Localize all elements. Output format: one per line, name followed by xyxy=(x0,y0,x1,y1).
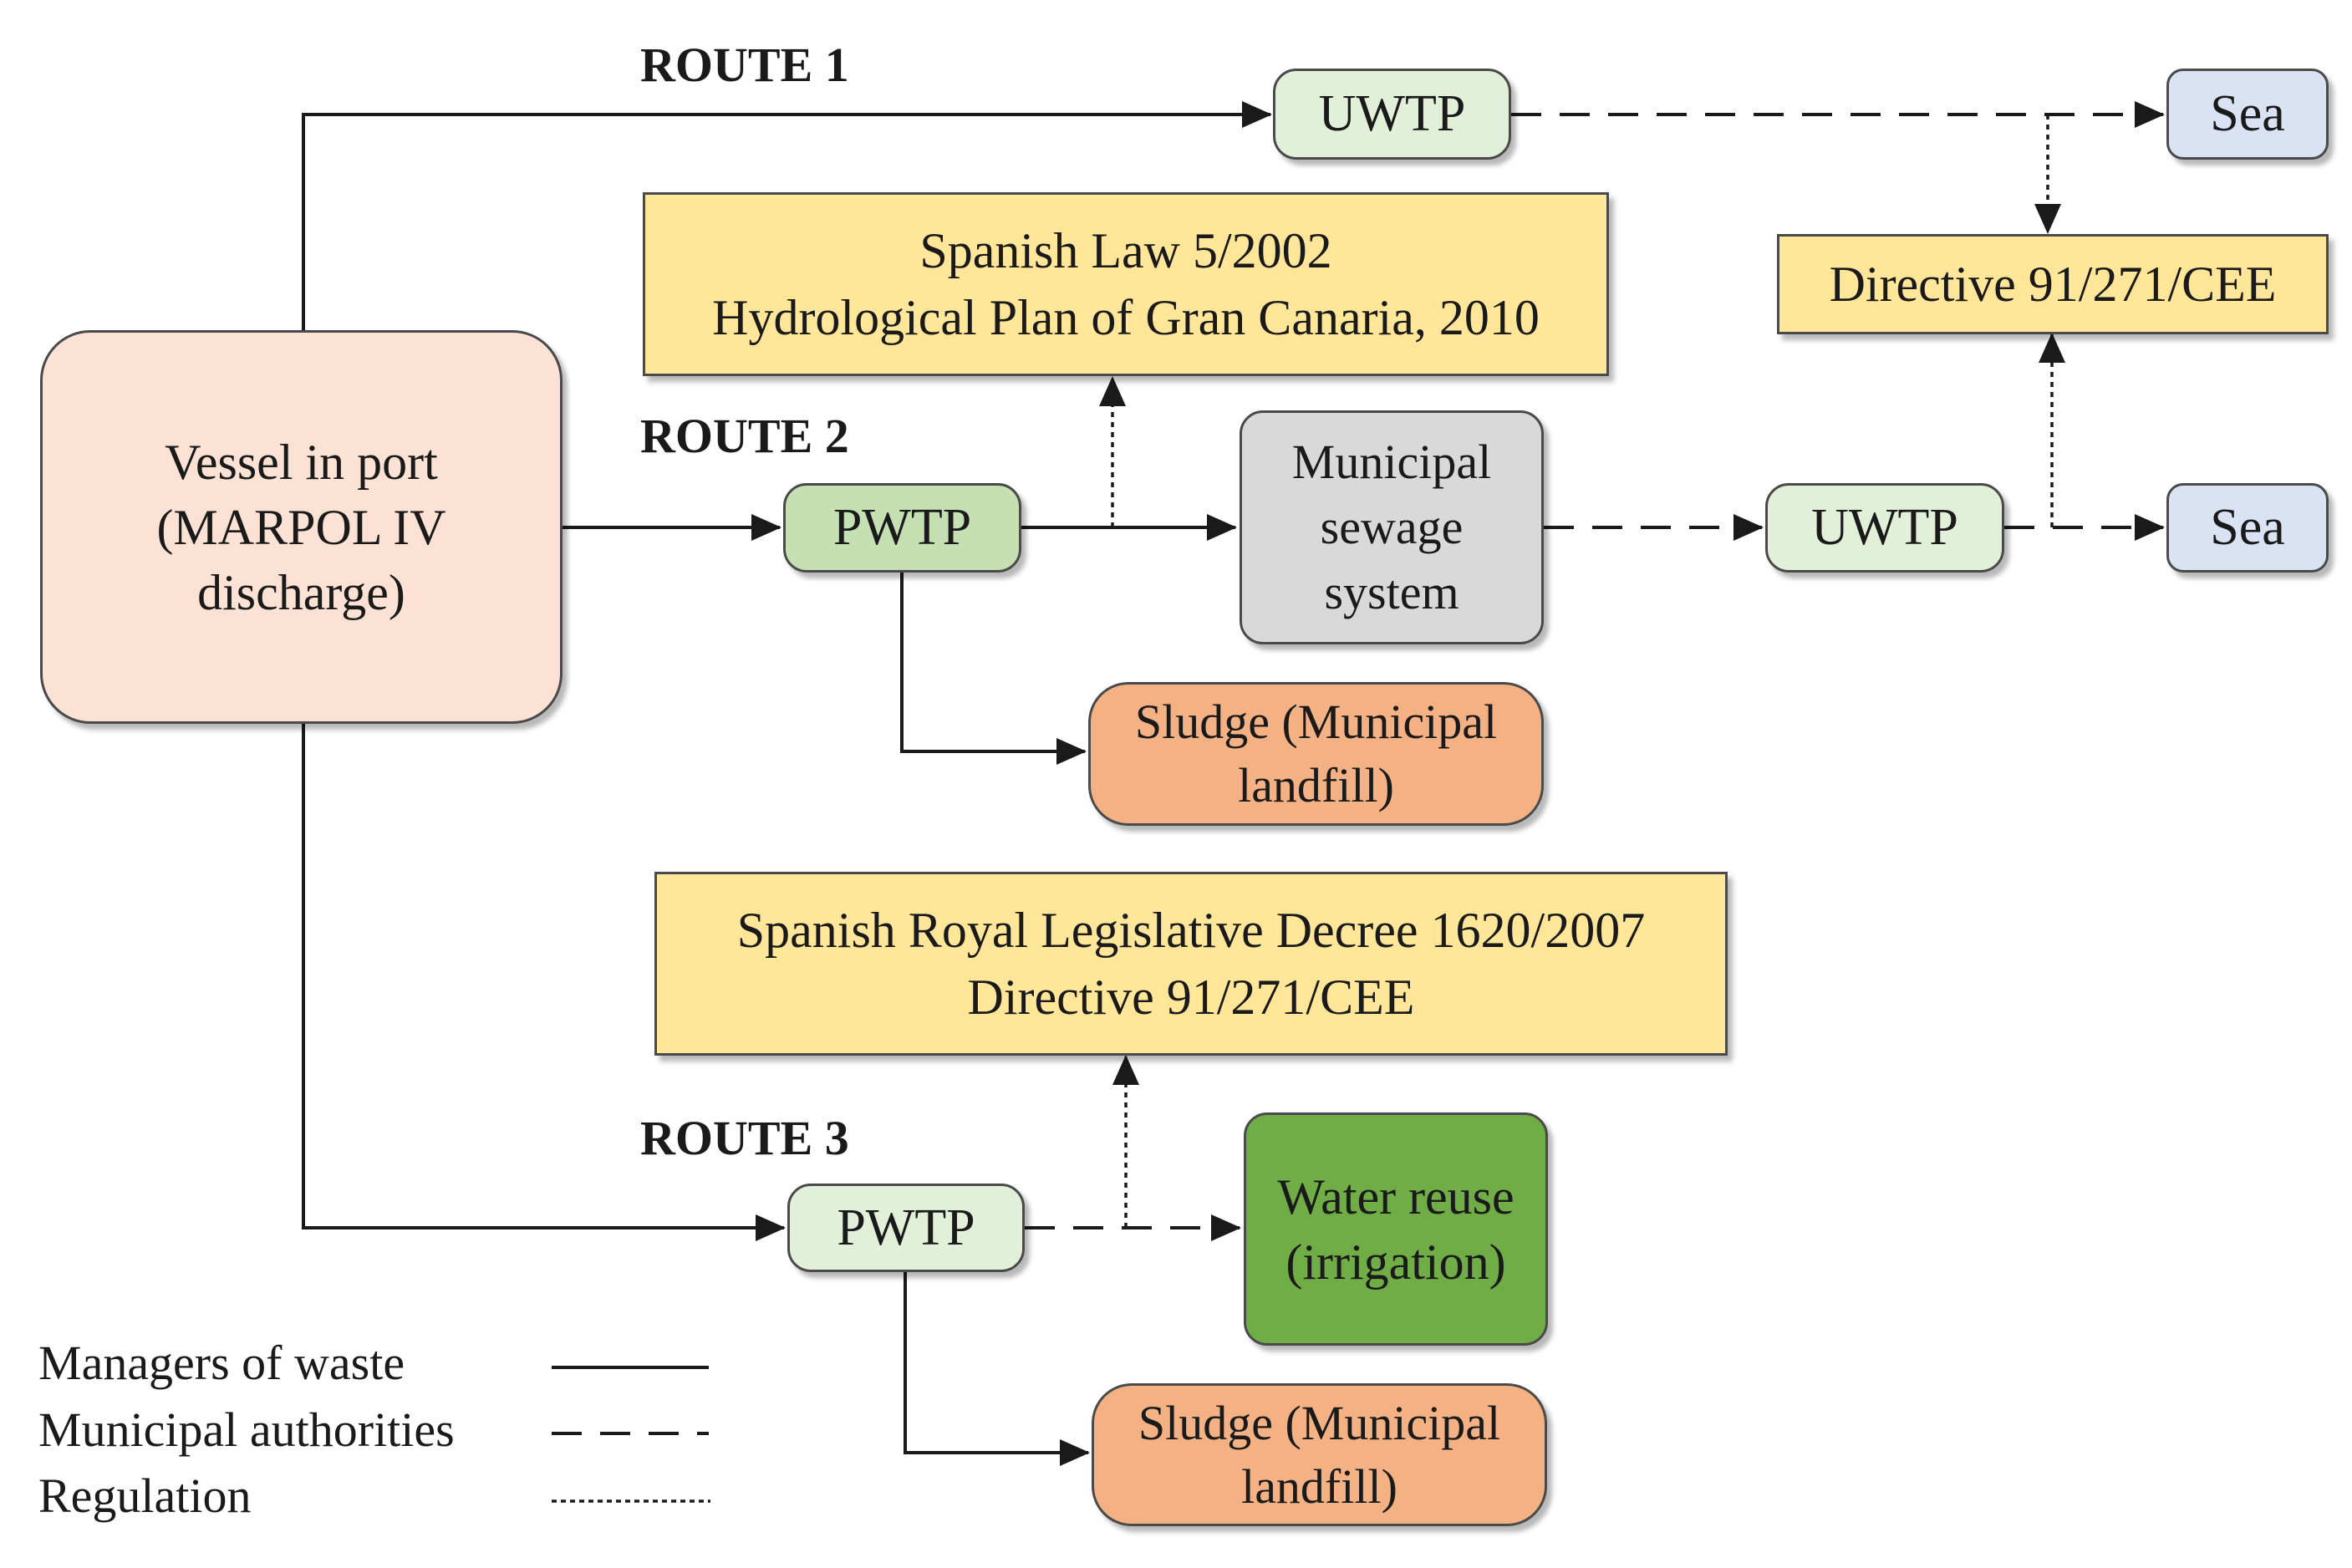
water-reuse-node: Water reuse (irrigation) xyxy=(1244,1112,1548,1346)
sludge-route3-node: Sludge (Municipal landfill) xyxy=(1092,1383,1547,1526)
legend-managers-of-waste: Managers of waste xyxy=(38,1336,405,1390)
uwtp-route2-node: UWTP xyxy=(1765,483,2004,573)
edge-pwtp-to-sludge-route2 xyxy=(900,573,1087,765)
municipal-sewage-node: Municipal sewage system xyxy=(1240,410,1544,644)
edge-pwtp-to-sludge-route3 xyxy=(904,1272,1090,1466)
route-3-label: ROUTE 3 xyxy=(640,1111,849,1165)
pwtp-route2-node: PWTP xyxy=(783,483,1021,573)
route-1-label: ROUTE 1 xyxy=(640,38,849,92)
sea-route1-node: Sea xyxy=(2166,69,2329,160)
directive-top-node: Directive 91/271/CEE xyxy=(1777,234,2329,334)
legend-municipal-authorities: Municipal authorities xyxy=(38,1403,455,1457)
route-2-label: ROUTE 2 xyxy=(640,409,849,463)
vessel-in-port-node: Vessel in port (MARPOL IV discharge) xyxy=(40,330,563,724)
uwtp-route1-node: UWTP xyxy=(1273,69,1511,160)
royal-decree-node: Spanish Royal Legislative Decree 1620/20… xyxy=(654,872,1728,1056)
edge-vessel-to-pwtp-route3 xyxy=(302,724,786,1241)
sea-route2-node: Sea xyxy=(2166,483,2329,573)
pwtp-route3-node: PWTP xyxy=(787,1184,1025,1272)
spanish-law-node: Spanish Law 5/2002 Hydrological Plan of … xyxy=(643,192,1609,376)
edge-vessel-to-uwtp-route1 xyxy=(302,101,1272,330)
legend-regulation: Regulation xyxy=(38,1469,252,1523)
sludge-route2-node: Sludge (Municipal landfill) xyxy=(1088,682,1544,826)
